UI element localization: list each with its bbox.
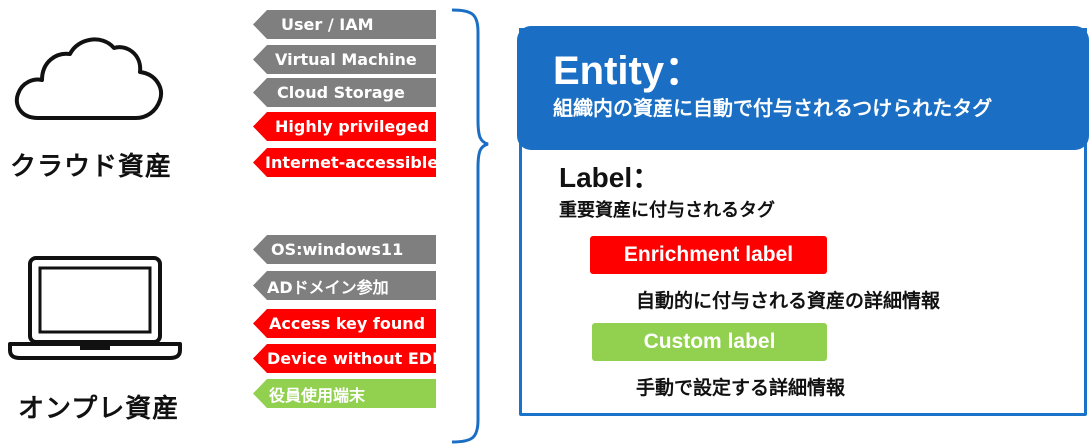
tag-virtual-machine: Virtual Machine <box>253 45 436 74</box>
entity-header: Entity： 組織内の資産に自動で付与されるつけられたタグ <box>517 26 1089 150</box>
onprem-group-label: オンプレ資産 <box>18 394 180 424</box>
cloud-icon <box>10 30 168 130</box>
entity-panel: Entity： 組織内の資産に自動で付与されるつけられたタグ Label： 重要… <box>517 26 1089 416</box>
tag-internet-accessible: Internet-accessible <box>253 148 436 177</box>
tag-access-key-found: Access key found <box>253 309 436 338</box>
custom-label-pill: Custom label <box>592 323 827 361</box>
tag-user-iam: User / IAM <box>253 10 436 39</box>
grouping-brace <box>450 8 490 444</box>
tag-os-windows11: OS:windows11 <box>253 235 436 264</box>
entity-title: Entity： <box>553 49 705 93</box>
enrichment-label-description: 自動的に付与される資産の詳細情報 <box>636 290 941 312</box>
tag-executive-device: 役員使用端末 <box>253 379 436 408</box>
cloud-group-label: クラウド資産 <box>10 152 173 182</box>
laptop-icon <box>6 252 184 364</box>
entity-description: 組織内の資産に自動で付与されるつけられたタグ <box>553 96 993 120</box>
label-title: Label： <box>559 162 661 193</box>
tag-highly-privileged: Highly privileged <box>253 112 436 141</box>
custom-label-description: 手動で設定する詳細情報 <box>636 377 846 399</box>
label-description: 重要資産に付与されるタグ <box>559 200 775 221</box>
tag-device-without-edr: Device without EDR <box>253 344 436 373</box>
tag-ad-domain: ADドメイン参加 <box>253 271 436 300</box>
enrichment-label-pill: Enrichment label <box>590 236 827 274</box>
tag-cloud-storage: Cloud Storage <box>253 78 436 107</box>
